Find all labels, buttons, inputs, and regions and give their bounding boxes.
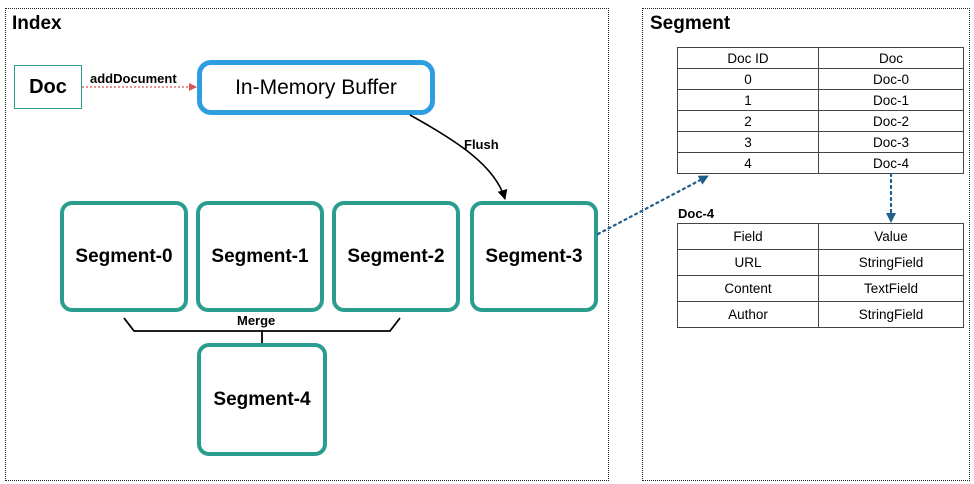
doc-header: Doc: [818, 47, 964, 69]
doc-id-cell: 1: [677, 89, 819, 111]
table-row: 3 Doc-3: [677, 131, 964, 153]
doc-cell: Doc-4: [818, 152, 964, 174]
doc-detail-table: Field Value URL StringField Content Text…: [677, 223, 964, 328]
table-row: 4 Doc-4: [677, 152, 964, 174]
segment-2: Segment-2: [332, 201, 460, 312]
doc-cell: Doc-1: [818, 89, 964, 111]
value-cell: StringField: [818, 249, 964, 276]
value-cell: TextField: [818, 275, 964, 302]
index-frame: [5, 8, 609, 481]
add-document-label: addDocument: [90, 71, 177, 86]
index-title: Index: [12, 13, 62, 34]
field-cell: Content: [677, 275, 819, 302]
value-cell: StringField: [818, 301, 964, 328]
table-row: 2 Doc-2: [677, 110, 964, 132]
table-row: Content TextField: [677, 275, 964, 302]
doc-cell: Doc-2: [818, 110, 964, 132]
doc-id-cell: 0: [677, 68, 819, 90]
table-row: URL StringField: [677, 249, 964, 276]
segment-frame: [642, 8, 970, 481]
segment-4: Segment-4: [197, 343, 327, 456]
segment-3: Segment-3: [470, 201, 598, 312]
table-row: 0 Doc-0: [677, 68, 964, 90]
value-header: Value: [818, 223, 964, 250]
doc-id-cell: 4: [677, 152, 819, 174]
field-header: Field: [677, 223, 819, 250]
doc-id-cell: 2: [677, 110, 819, 132]
merge-label: Merge: [237, 313, 276, 328]
doc-table: Doc ID Doc 0 Doc-0 1 Doc-1 2 Doc-2 3 Doc…: [677, 47, 964, 174]
doc-detail-title: Doc-4: [678, 206, 715, 221]
table-row: 1 Doc-1: [677, 89, 964, 111]
doc-id-header: Doc ID: [677, 47, 819, 69]
field-cell: URL: [677, 249, 819, 276]
doc-box: Doc: [14, 65, 82, 109]
doc-detail-header: Field Value: [677, 223, 964, 250]
doc-id-cell: 3: [677, 131, 819, 153]
doc-cell: Doc-3: [818, 131, 964, 153]
in-memory-buffer: In-Memory Buffer: [197, 60, 435, 115]
flush-label: Flush: [464, 137, 499, 152]
segment-title: Segment: [650, 13, 731, 34]
segment-0: Segment-0: [60, 201, 188, 312]
segment-1: Segment-1: [196, 201, 324, 312]
doc-cell: Doc-0: [818, 68, 964, 90]
table-row: Author StringField: [677, 301, 964, 328]
doc-table-header: Doc ID Doc: [677, 47, 964, 69]
field-cell: Author: [677, 301, 819, 328]
